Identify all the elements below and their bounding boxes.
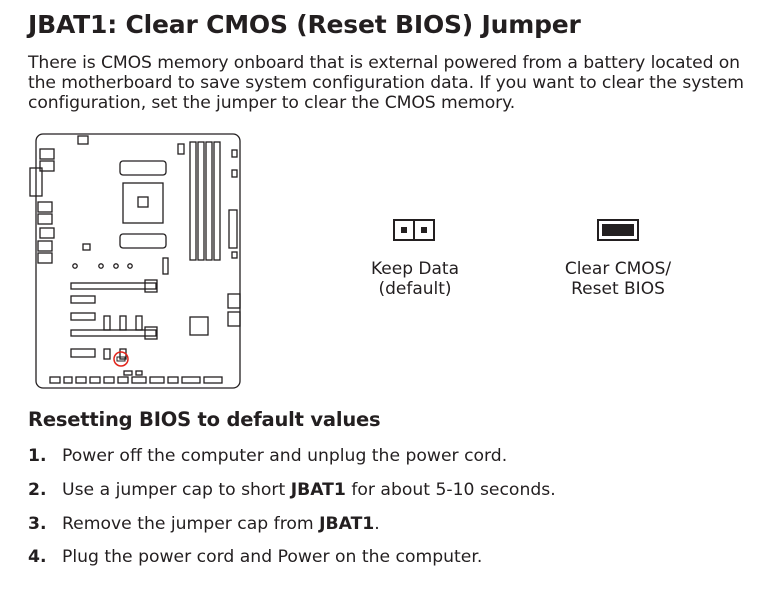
connector: [135, 315, 143, 331]
step-text-bold: JBAT1: [319, 514, 375, 534]
dimm-slot: [213, 141, 221, 261]
m2-slot: [70, 295, 96, 304]
bottom-header: [75, 376, 87, 384]
bottom-header: [167, 376, 179, 384]
bottom-header: [123, 370, 133, 376]
bottom-header: [149, 376, 165, 384]
bottom-header: [131, 376, 147, 384]
step-text: Use a jumper cap to short JBAT1 for abou…: [62, 480, 556, 500]
io-port: [37, 201, 53, 213]
jumper-pin: [401, 227, 407, 233]
bottom-header: [89, 376, 101, 384]
step-text-post: .: [374, 514, 380, 534]
atx-power: [228, 209, 238, 249]
clear-cmos-caption: Clear CMOS/ Reset BIOS: [548, 259, 688, 299]
bottom-header: [135, 370, 143, 376]
step-text-bold: JBAT1: [290, 480, 346, 500]
bottom-header: [49, 376, 61, 384]
mount-hole: [127, 263, 133, 269]
reset-heading: Resetting BIOS to default values: [28, 408, 381, 431]
connector: [177, 143, 185, 155]
connector: [231, 251, 238, 259]
fan-header: [162, 257, 169, 275]
keep-data-default-label: (default): [378, 279, 452, 299]
intro-paragraph: There is CMOS memory onboard that is ext…: [28, 53, 744, 113]
jumper-cap: [602, 224, 634, 236]
jumper-pin: [421, 227, 427, 233]
reset-bios-label: Reset BIOS: [571, 279, 665, 299]
bottom-header: [117, 376, 129, 384]
dimm-slot: [197, 141, 205, 261]
sata-connector: [227, 311, 241, 327]
dimm-slot: [189, 141, 197, 261]
jbat1-jumper: [116, 356, 126, 362]
pcie-slot: [70, 329, 157, 337]
mount-hole: [98, 263, 104, 269]
io-port: [39, 148, 55, 160]
sata-connector: [227, 293, 241, 309]
step-number: 4.: [28, 547, 47, 567]
chipset: [189, 316, 209, 336]
step-text-pre: Remove the jumper cap from: [62, 514, 320, 534]
connector: [82, 243, 91, 251]
io-port: [37, 213, 53, 225]
step-text: Power off the computer and unplug the po…: [62, 446, 508, 466]
mount-hole: [113, 263, 119, 269]
cpu-socket-core: [137, 196, 149, 208]
bottom-header: [181, 376, 201, 384]
motherboard-diagram: [29, 133, 241, 389]
jbat1-location-marker: [113, 351, 129, 367]
connector: [231, 169, 238, 178]
page-title: JBAT1: Clear CMOS (Reset BIOS) Jumper: [28, 10, 581, 39]
mount-hole: [72, 263, 78, 269]
connector: [103, 315, 111, 331]
cpu-mount-bottom: [119, 233, 167, 249]
board-outline: [35, 133, 241, 389]
io-port: [37, 240, 53, 252]
clear-cmos-label: Clear CMOS/: [564, 259, 672, 279]
step-text: Plug the power cord and Power on the com…: [62, 547, 483, 567]
cpu-mount-top: [119, 160, 167, 176]
connector: [119, 315, 127, 331]
io-port: [29, 167, 43, 197]
bottom-header: [63, 376, 73, 384]
step-number: 2.: [28, 480, 47, 500]
pcie-slot: [70, 282, 157, 290]
m2-slot: [70, 312, 96, 321]
pcie-latch: [144, 326, 158, 340]
step-number: 3.: [28, 514, 47, 534]
pcie-latch: [144, 279, 158, 293]
jumper-outline: [597, 219, 639, 241]
keep-data-label: Keep Data: [370, 259, 459, 279]
jumper-open-diagram: [393, 219, 435, 241]
connector: [231, 149, 238, 158]
m2-slot: [70, 348, 96, 358]
connector: [77, 135, 89, 145]
step-text: Remove the jumper cap from JBAT1.: [62, 514, 380, 534]
step-number: 1.: [28, 446, 47, 466]
keep-data-caption: Keep Data (default): [350, 259, 480, 299]
step-text-post: for about 5-10 seconds.: [345, 480, 556, 500]
bottom-header: [103, 376, 115, 384]
io-port: [39, 227, 55, 239]
io-port: [37, 252, 53, 264]
io-port: [39, 160, 55, 172]
connector: [103, 348, 111, 360]
step-text-pre: Use a jumper cap to short: [62, 480, 291, 500]
cpu-socket: [122, 182, 164, 224]
bottom-header: [203, 376, 223, 384]
dimm-slot: [205, 141, 213, 261]
jumper-closed-diagram: [597, 219, 639, 241]
